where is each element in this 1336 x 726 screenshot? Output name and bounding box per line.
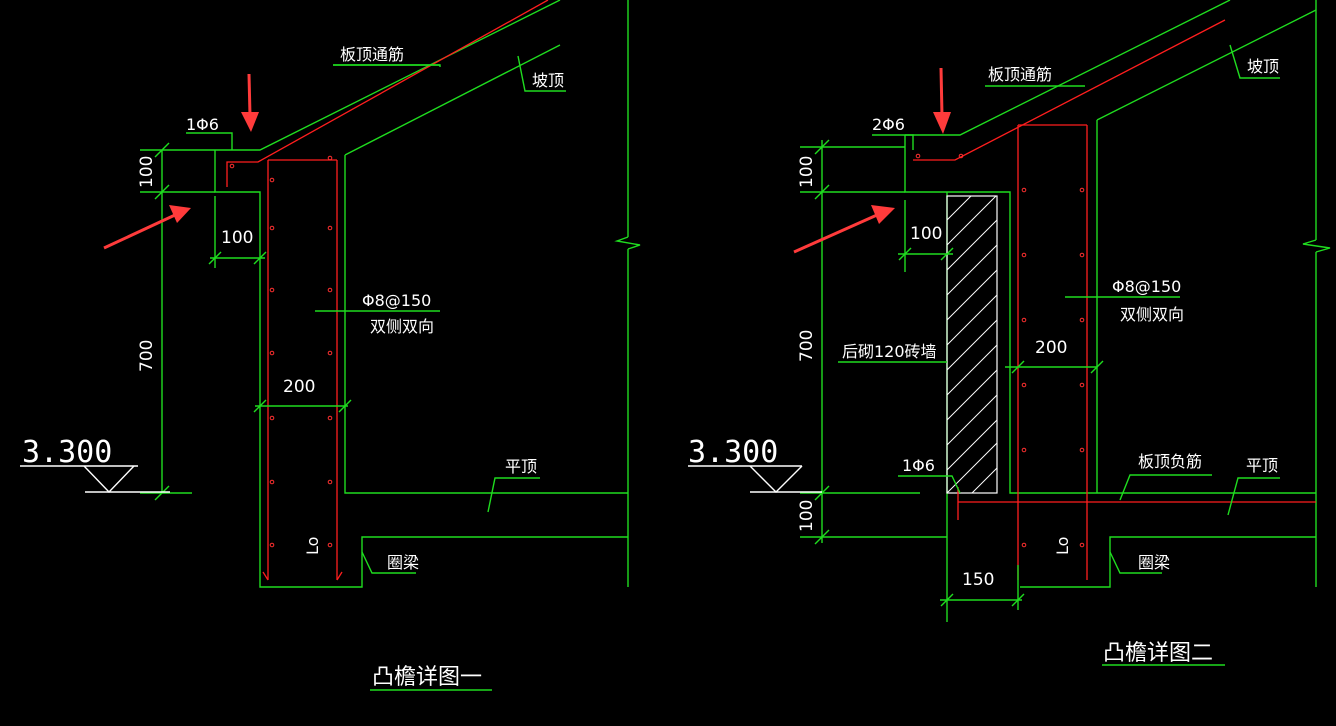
detail2-arrow-diagonal [793,205,895,254]
detail2-label-lo: Lo [1053,537,1072,555]
detail1-label-flat-roof: 平顶 [505,457,537,476]
detail2-label-slab-top-neg-rebar: 板顶负筋 [1138,452,1202,471]
detail2-dim-100-horizontal: 100 [910,224,942,244]
detail2-label-flat-roof: 平顶 [1246,456,1278,475]
detail1-label-rebar-1phi6: 1Φ6 [186,115,219,134]
detail2-label-both-sides: 双侧双向 [1120,305,1184,324]
detail2-outline [904,0,1317,622]
detail1-arrow-diagonal [103,205,191,250]
detail2-elevation-symbol [688,465,822,493]
detail1-dim-100-vertical: 100 [137,156,157,188]
detail2-title: 凸檐详图二 [1103,641,1213,666]
detail1-label-slab-top-rebar: 板顶通筋 [340,45,404,64]
detail1-elevation-symbol [20,465,170,494]
detail1-outline [214,0,628,588]
detail2-label-rebar-phi8: Φ8@150 [1112,277,1181,296]
detail2-rebar-dots [915,153,1085,548]
detail1-label-lo: Lo [303,537,322,555]
detail1-label-both-sides: 双侧双向 [370,317,434,336]
detail2-dimensions [800,44,1280,666]
detail1-slope-rebar [226,0,549,187]
detail1-elevation: 3.300 [22,435,112,470]
detail2-label-rebar-1phi6: 1Φ6 [902,456,935,475]
detail2-slope-rebar [913,19,1226,161]
detail2-label-brick-wall: 后砌120砖墙 [842,342,937,361]
detail2-dim-200: 200 [1035,338,1067,358]
detail1-label-ring-beam: 圈梁 [387,553,419,572]
detail2-arrow-down [933,67,951,134]
detail1-dim-700: 700 [137,340,157,372]
detail2-label-slope-roof: 坡顶 [1247,57,1279,76]
detail2-dim-700: 700 [797,330,817,362]
detail1-column-rebar-bottom-r [336,571,343,581]
detail1-label-slope-roof: 坡顶 [532,71,564,90]
detail1-column-rebar-bottom-l [262,571,269,581]
detail1-break-mark [614,236,641,250]
detail2-dim-100-vertical: 100 [797,156,817,188]
detail2-brick-wall [946,195,998,494]
detail2-elevation: 3.300 [688,435,778,470]
detail1-rebar-dots [229,155,333,548]
detail1-label-rebar-phi8: Φ8@150 [362,291,431,310]
detail1-title: 凸檐详图一 [372,665,482,690]
detail1-dim-100-horizontal: 100 [221,228,253,248]
detail2-label-rebar-2phi6: 2Φ6 [872,115,905,134]
detail2-label-slab-top-rebar: 板顶通筋 [988,65,1052,84]
detail-2: 板顶通筋 坡顶 2Φ6 100 100 700 后砌120砖墙 Φ8@150 双… [688,0,1331,666]
detail2-label-ring-beam: 圈梁 [1138,553,1170,572]
detail1-arrow-down [241,73,259,132]
detail2-dim-150: 150 [962,570,994,590]
detail1-dimensions [140,55,566,691]
detail2-dim-100-bottom: 100 [797,500,817,532]
detail2-break-mark [1302,239,1331,253]
detail1-dim-200: 200 [283,377,315,397]
detail-1: 板顶通筋 坡顶 1Φ6 100 100 700 Φ8@150 双侧双向 200 … [20,0,641,691]
